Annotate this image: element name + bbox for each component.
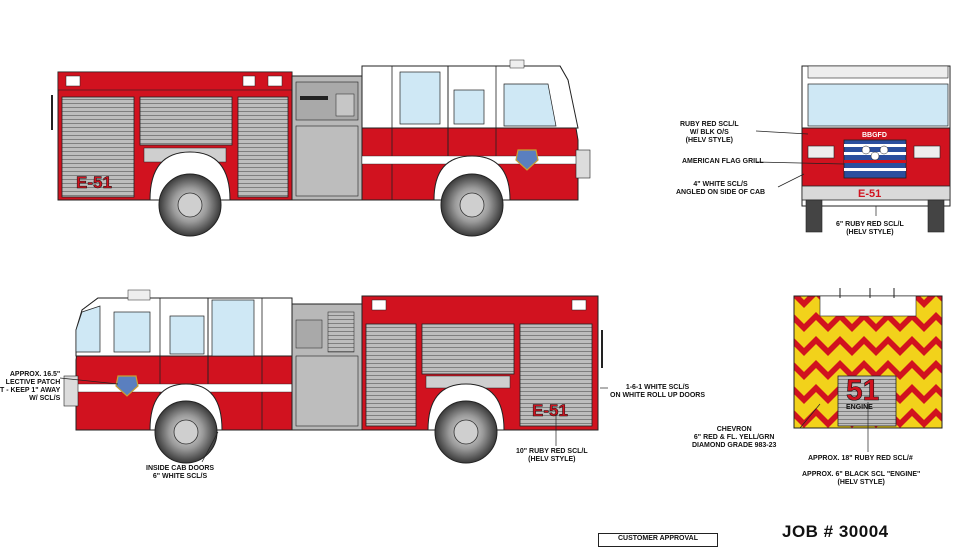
front-unit-number: E-51 xyxy=(858,188,881,200)
roll-up-door xyxy=(61,96,135,198)
rear-word: ENGINE xyxy=(846,404,873,411)
callout-officer-patch: APPROX. 16.5" LECTIVE PATCH T - KEEP 1" … xyxy=(0,371,61,402)
job-number: JOB # 30004 xyxy=(782,522,889,541)
side-view-bottom: E-51 xyxy=(63,289,603,464)
callout-front-bottom: 6" RUBY RED SCL/L (HELV STYLE) xyxy=(836,221,904,236)
callout-front-top: RUBY RED SCL/L W/ BLK O/S (HELV STYLE) xyxy=(680,121,739,144)
officer-patch xyxy=(515,149,539,171)
unit-number-bottom: E-51 xyxy=(532,401,568,420)
callout-cab-doors: INSIDE CAB DOORS 6" WHITE SCL/S xyxy=(146,465,215,480)
front-view: BBGFD E-51 xyxy=(801,65,951,233)
side-view-top: E-51 xyxy=(51,59,591,237)
callout-chevron: CHEVRON 6" RED & FL. YELL/GRN DIAMOND GR… xyxy=(692,426,777,449)
grille-badge: BBGFD xyxy=(862,132,887,139)
rear-view: 51 ENGINE xyxy=(793,288,943,429)
callout-cab-stripe: 4" WHITE SCL/S ANGLED ON SIDE OF CAB xyxy=(676,181,766,196)
callout-flag-grill: AMERICAN FLAG GRILL xyxy=(682,158,764,165)
customer-approval-box: CUSTOMER APPROVAL xyxy=(598,533,718,547)
roll-up-door xyxy=(139,96,233,146)
callout-rear-number: APPROX. 18" RUBY RED SCL/# xyxy=(808,455,913,462)
unit-number-top: E-51 xyxy=(76,173,112,192)
callout-rear-word: APPROX. 6" BLACK SCL "ENGINE" (HELV STYL… xyxy=(802,471,921,486)
callout-body-number: 10" RUBY RED SCL/L (HELV STYLE) xyxy=(516,448,588,463)
roll-up-door xyxy=(237,96,289,198)
rear-number: 51 xyxy=(846,374,879,407)
leader-lines xyxy=(59,130,877,463)
callout-roll-up: 1-6-1 WHITE SCL/S ON WHITE ROLL UP DOORS xyxy=(610,384,706,399)
